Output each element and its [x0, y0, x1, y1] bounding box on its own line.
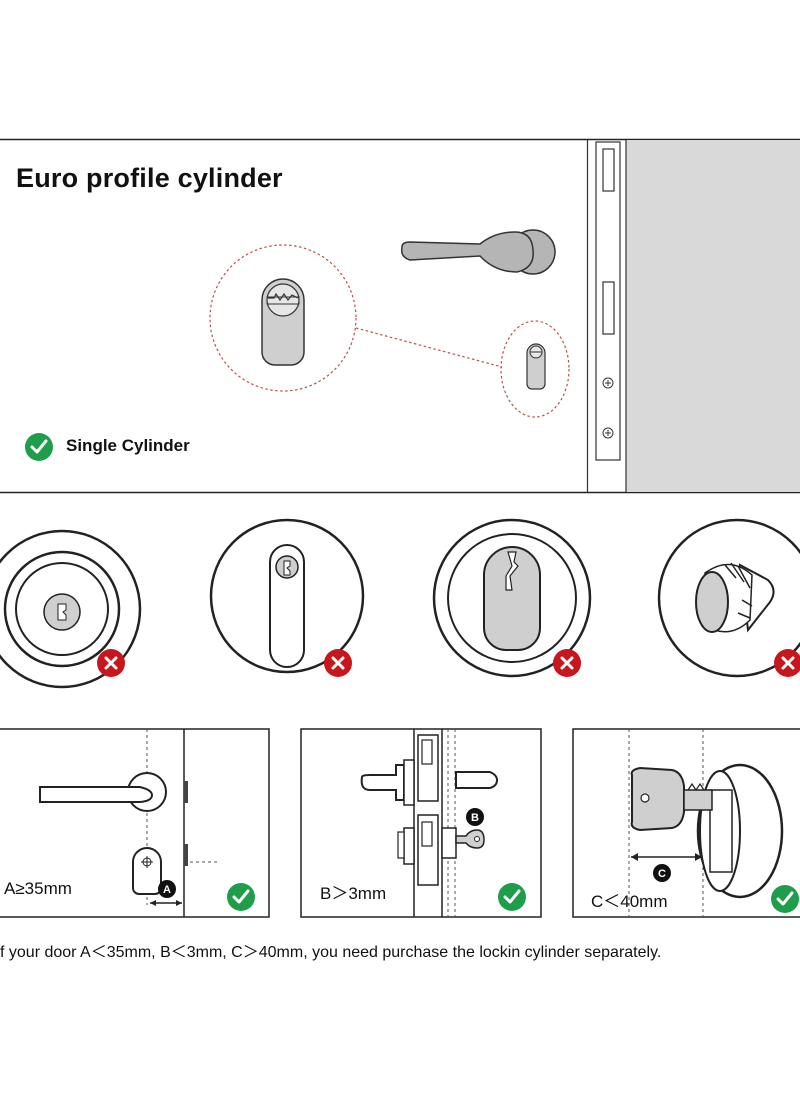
lock-oval-mortise — [209, 518, 365, 674]
panel-a-measurement: A — [0, 728, 270, 918]
check-circle-icon — [25, 433, 53, 461]
euro-cylinder-large — [261, 278, 305, 366]
single-cylinder-label: Single Cylinder — [66, 436, 190, 455]
measurement-c-label: C＜40mm — [591, 892, 668, 911]
lock-round-deadbolt — [0, 529, 142, 689]
top-panel — [0, 138, 800, 494]
lock-oval-euro-profile — [432, 518, 592, 678]
check-circle-icon — [227, 883, 255, 911]
check-circle-icon — [771, 885, 799, 913]
cross-circle-icon — [553, 649, 581, 677]
euro-cylinder-small — [526, 343, 546, 390]
page-title: Euro profile cylinder — [16, 163, 283, 193]
measurement-b-label: B＞3mm — [320, 884, 387, 903]
panel-c-measurement: C — [572, 728, 800, 918]
marker-b: B — [471, 812, 479, 824]
check-circle-icon — [498, 883, 526, 911]
compatibility-note: f your door A＜35mm, B＜3mm, C＞40mm, you n… — [0, 944, 662, 961]
cross-circle-icon — [774, 649, 800, 677]
cross-circle-icon — [324, 649, 352, 677]
measurement-a-label: A≥35mm — [4, 879, 72, 898]
marker-c: C — [658, 868, 666, 880]
lock-thumb-turn-knob — [657, 518, 800, 678]
zoom-connector — [209, 244, 570, 418]
panel-b-measurement: B — [300, 728, 542, 918]
cross-circle-icon — [97, 649, 125, 677]
marker-a: A — [163, 884, 171, 896]
door-edge — [586, 140, 800, 492]
lever-handle — [400, 229, 556, 275]
